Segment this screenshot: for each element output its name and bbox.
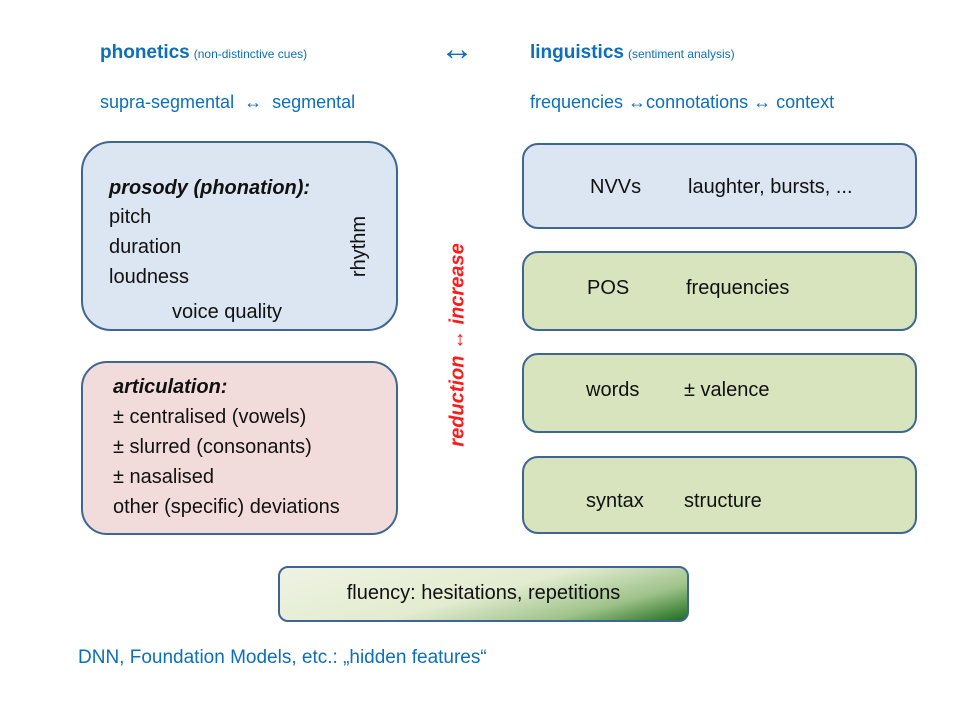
prosody-box: prosody (phonation): pitch duration loud… (81, 141, 398, 331)
linguistics-subtitle: frequencies ↔connotations ↔ context (530, 92, 835, 112)
words-description: ± valence (684, 379, 770, 401)
phonetics-note: (non-distinctive cues) (193, 47, 308, 61)
articulation-item: other (specific) deviations (113, 496, 340, 518)
syntax-term: syntax (586, 490, 644, 512)
prosody-item: pitch (109, 206, 152, 228)
linguistics-title: linguistics(sentiment analysis) (530, 42, 735, 64)
pos-box: POS frequencies (522, 251, 917, 331)
articulation-box: articulation: ± centralised (vowels) ± s… (81, 361, 398, 535)
bidirectional-arrow-icon: ↔ (440, 30, 474, 68)
phonetics-subtitle: supra-segmental ↔ segmental (100, 92, 356, 112)
rhythm-label: rhythm (348, 215, 371, 278)
words-term: words (586, 379, 640, 401)
reduction-increase-label: reduction ↔ increase (446, 243, 469, 447)
fluency-text: fluency: hesitations, repetitions (346, 582, 621, 604)
prosody-heading: prosody (phonation): (109, 177, 311, 199)
linguistics-note: (sentiment analysis) (627, 47, 735, 61)
footer-note: DNN, Foundation Models, etc.: „hidden fe… (78, 647, 487, 668)
prosody-item: duration (109, 236, 182, 258)
phonetics-title: phonetics(non-distinctive cues) (100, 42, 307, 64)
pos-term: POS (587, 277, 630, 299)
voice-quality-label: voice quality (172, 301, 283, 323)
syntax-description: structure (684, 490, 762, 512)
fluency-box: fluency: hesitations, repetitions (278, 566, 689, 622)
nvvs-term: NVVs (590, 176, 642, 198)
prosody-item: loudness (109, 266, 190, 288)
words-box: words ± valence (522, 353, 917, 433)
articulation-item: ± centralised (vowels) (113, 406, 307, 428)
syntax-box: syntax structure (522, 456, 917, 534)
articulation-heading: articulation: (113, 376, 228, 398)
articulation-item: ± slurred (consonants) (113, 436, 312, 458)
pos-description: frequencies (686, 277, 790, 299)
articulation-item: ± nasalised (113, 466, 215, 488)
linguistics-title-text: linguistics (530, 42, 624, 63)
nvvs-box: NVVs laughter, bursts, ... (522, 143, 917, 229)
nvvs-description: laughter, bursts, ... (688, 176, 853, 198)
phonetics-title-text: phonetics (100, 42, 190, 63)
